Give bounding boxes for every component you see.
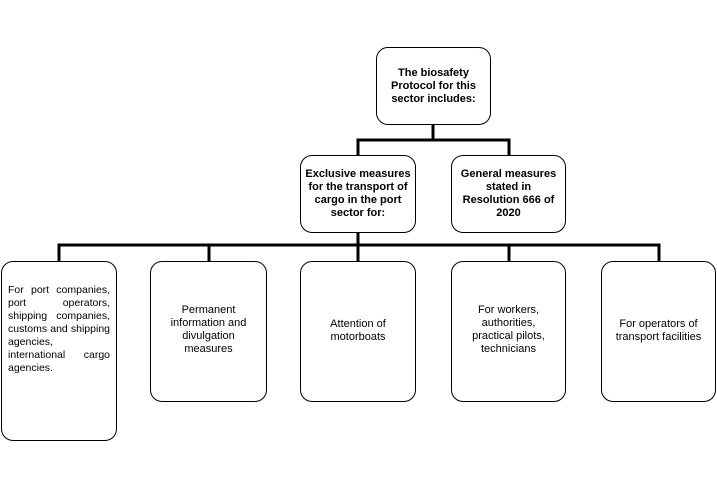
- transport-operators-node: For operators of transport facilities: [601, 261, 716, 402]
- motorboats-label: Attention of motorboats: [330, 318, 386, 343]
- general-measures-label: General measures stated in Resolution 66…: [460, 168, 557, 219]
- root-node-label: The biosafety Protocol for this sector i…: [391, 66, 476, 105]
- workers-label: For workers, authorities, practical pilo…: [472, 304, 545, 355]
- workers-node: For workers, authorities, practical pilo…: [451, 261, 566, 402]
- port-companies-label: For port companies, port operators, ship…: [8, 284, 110, 374]
- transport-operators-label: For operators of transport facilities: [615, 318, 702, 343]
- general-measures-node: General measures stated in Resolution 66…: [451, 155, 566, 233]
- permanent-information-node: Permanent information and divulgation me…: [150, 261, 267, 402]
- port-companies-node: For port companies, port operators, ship…: [1, 261, 117, 441]
- root-node: The biosafety Protocol for this sector i…: [376, 47, 491, 125]
- exclusive-measures-label: Exclusive measures for the transport of …: [305, 168, 411, 219]
- permanent-information-label: Permanent information and divulgation me…: [170, 304, 247, 355]
- exclusive-measures-node: Exclusive measures for the transport of …: [300, 155, 416, 233]
- motorboats-node: Attention of motorboats: [300, 261, 416, 402]
